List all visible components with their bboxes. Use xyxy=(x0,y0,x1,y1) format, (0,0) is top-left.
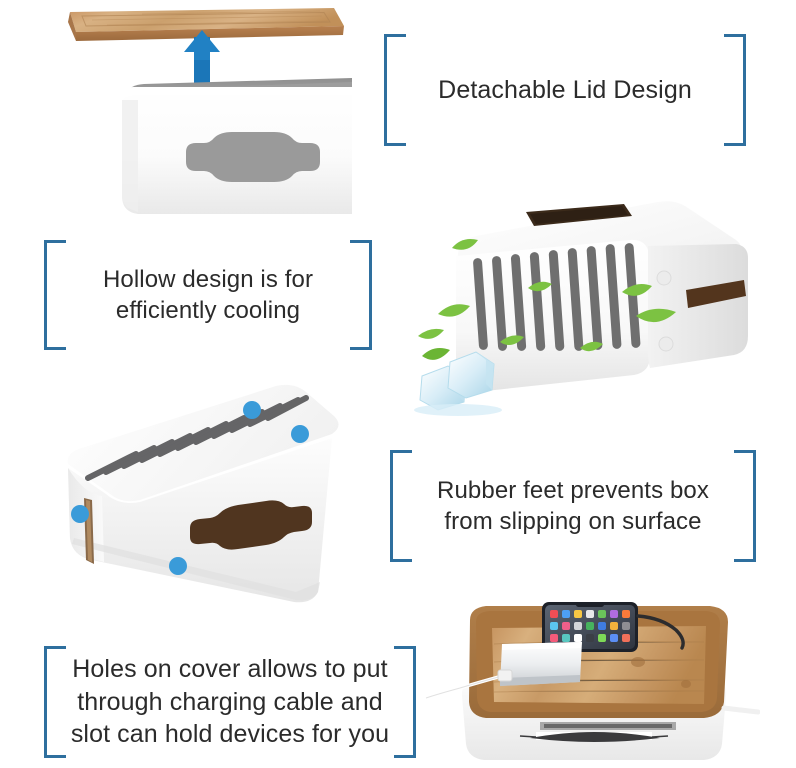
vented-box-icon xyxy=(456,201,748,393)
ice-cubes-icon xyxy=(414,348,502,416)
bracket-right xyxy=(734,450,756,562)
exit-cable xyxy=(721,705,760,715)
phone-charging-cable xyxy=(636,614,685,650)
charging-cable xyxy=(530,732,660,742)
rubber-foot-marker xyxy=(291,425,309,443)
rubber-foot-marker xyxy=(71,505,89,523)
caption-holes-on-cover: Holes on cover allows to put through cha… xyxy=(44,646,416,758)
caption-rubber-feet: Rubber feet prevents box from slipping o… xyxy=(390,450,756,562)
wooden-lid-icon xyxy=(68,8,344,41)
bracket-left xyxy=(44,240,66,350)
caption-text-rubber-feet: Rubber feet prevents box from slipping o… xyxy=(437,476,709,535)
cable-slot-cutout xyxy=(190,500,312,550)
bracket-right xyxy=(724,34,746,146)
side-cable-slot xyxy=(686,280,746,308)
bracket-left xyxy=(44,646,66,758)
rubber-foot-marker xyxy=(169,557,187,575)
product-image-vented-box xyxy=(400,196,750,420)
product-image-lid-exploded xyxy=(52,0,352,225)
caption-detachable-lid: Detachable Lid Design xyxy=(384,34,746,146)
mint-leaves-icon xyxy=(418,239,676,352)
bracket-right xyxy=(394,646,416,758)
wooden-lid-icon xyxy=(469,606,728,730)
bracket-left xyxy=(384,34,406,146)
rubber-feet-box-icon xyxy=(67,384,339,603)
smartphone-icon xyxy=(542,602,638,652)
rubber-foot xyxy=(658,336,674,352)
white-box-body-icon xyxy=(122,78,352,214)
product-image-lid-in-use xyxy=(424,586,760,768)
rubber-foot xyxy=(656,270,672,286)
bracket-left xyxy=(390,450,412,562)
caption-text-holes-on-cover: Holes on cover allows to put through cha… xyxy=(70,655,390,749)
product-image-rubber-feet-box xyxy=(44,368,364,608)
power-bank-icon xyxy=(500,642,582,686)
app-icons xyxy=(550,610,630,642)
cable-slot-cutout xyxy=(186,132,320,182)
bracket-right xyxy=(350,240,372,350)
caption-text-hollow-cooling: Hollow design is for efficiently cooling xyxy=(102,265,314,324)
rubber-foot-marker xyxy=(243,401,261,419)
caption-hollow-cooling: Hollow design is for efficiently cooling xyxy=(44,240,372,350)
caption-text-detachable-lid: Detachable Lid Design xyxy=(438,75,692,104)
